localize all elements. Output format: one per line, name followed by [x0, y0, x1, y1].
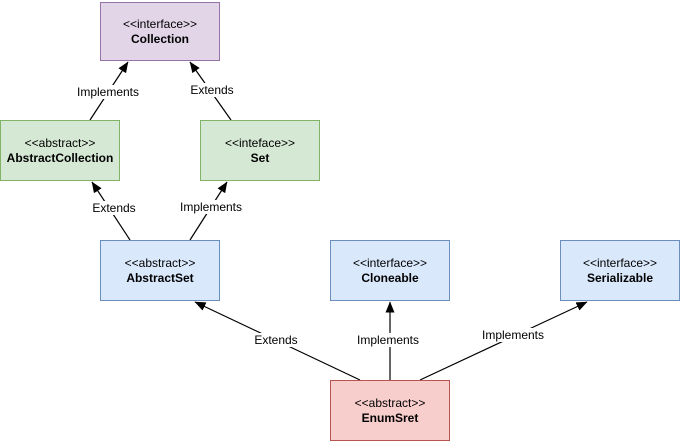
node-stereotype: <<abstract>> — [24, 135, 96, 150]
node-name: Set — [250, 150, 270, 165]
edge-label-implements[interactable]: Implements — [74, 85, 142, 99]
node-set[interactable]: <<inteface>> Set — [200, 120, 320, 181]
node-stereotype: <<abstract>> — [124, 255, 196, 270]
node-stereotype: <<inteface>> — [224, 135, 296, 150]
edge-label-implements[interactable]: Implements — [354, 333, 422, 347]
node-stereotype: <<interface>> — [122, 16, 198, 31]
node-stereotype: <<interface>> — [582, 255, 658, 270]
node-stereotype: <<abstract>> — [354, 395, 426, 410]
edge-label-implements[interactable]: Implements — [177, 200, 245, 214]
node-name: Cloneable — [361, 270, 419, 285]
node-enumsret[interactable]: <<abstract>> EnumSret — [330, 380, 450, 441]
edge-label-extends[interactable]: Extends — [188, 83, 236, 97]
node-name: AbstractCollection — [6, 150, 114, 165]
node-name: Collection — [130, 31, 189, 46]
node-name: EnumSret — [361, 410, 419, 425]
node-name: Serializable — [586, 270, 654, 285]
node-serializable[interactable]: <<interface>> Serializable — [560, 240, 680, 301]
node-abstractset[interactable]: <<abstract>> AbstractSet — [100, 240, 220, 301]
node-stereotype: <<interface>> — [352, 255, 428, 270]
node-name: AbstractSet — [126, 270, 194, 285]
node-collection[interactable]: <<interface>> Collection — [100, 2, 220, 61]
edge-label-extends[interactable]: Extends — [90, 201, 138, 215]
edge-label-implements[interactable]: Implements — [479, 328, 547, 342]
edge-label-extends[interactable]: Extends — [252, 333, 300, 347]
node-cloneable[interactable]: <<interface>> Cloneable — [330, 240, 450, 301]
node-abstractcollection[interactable]: <<abstract>> AbstractCollection — [0, 120, 120, 181]
